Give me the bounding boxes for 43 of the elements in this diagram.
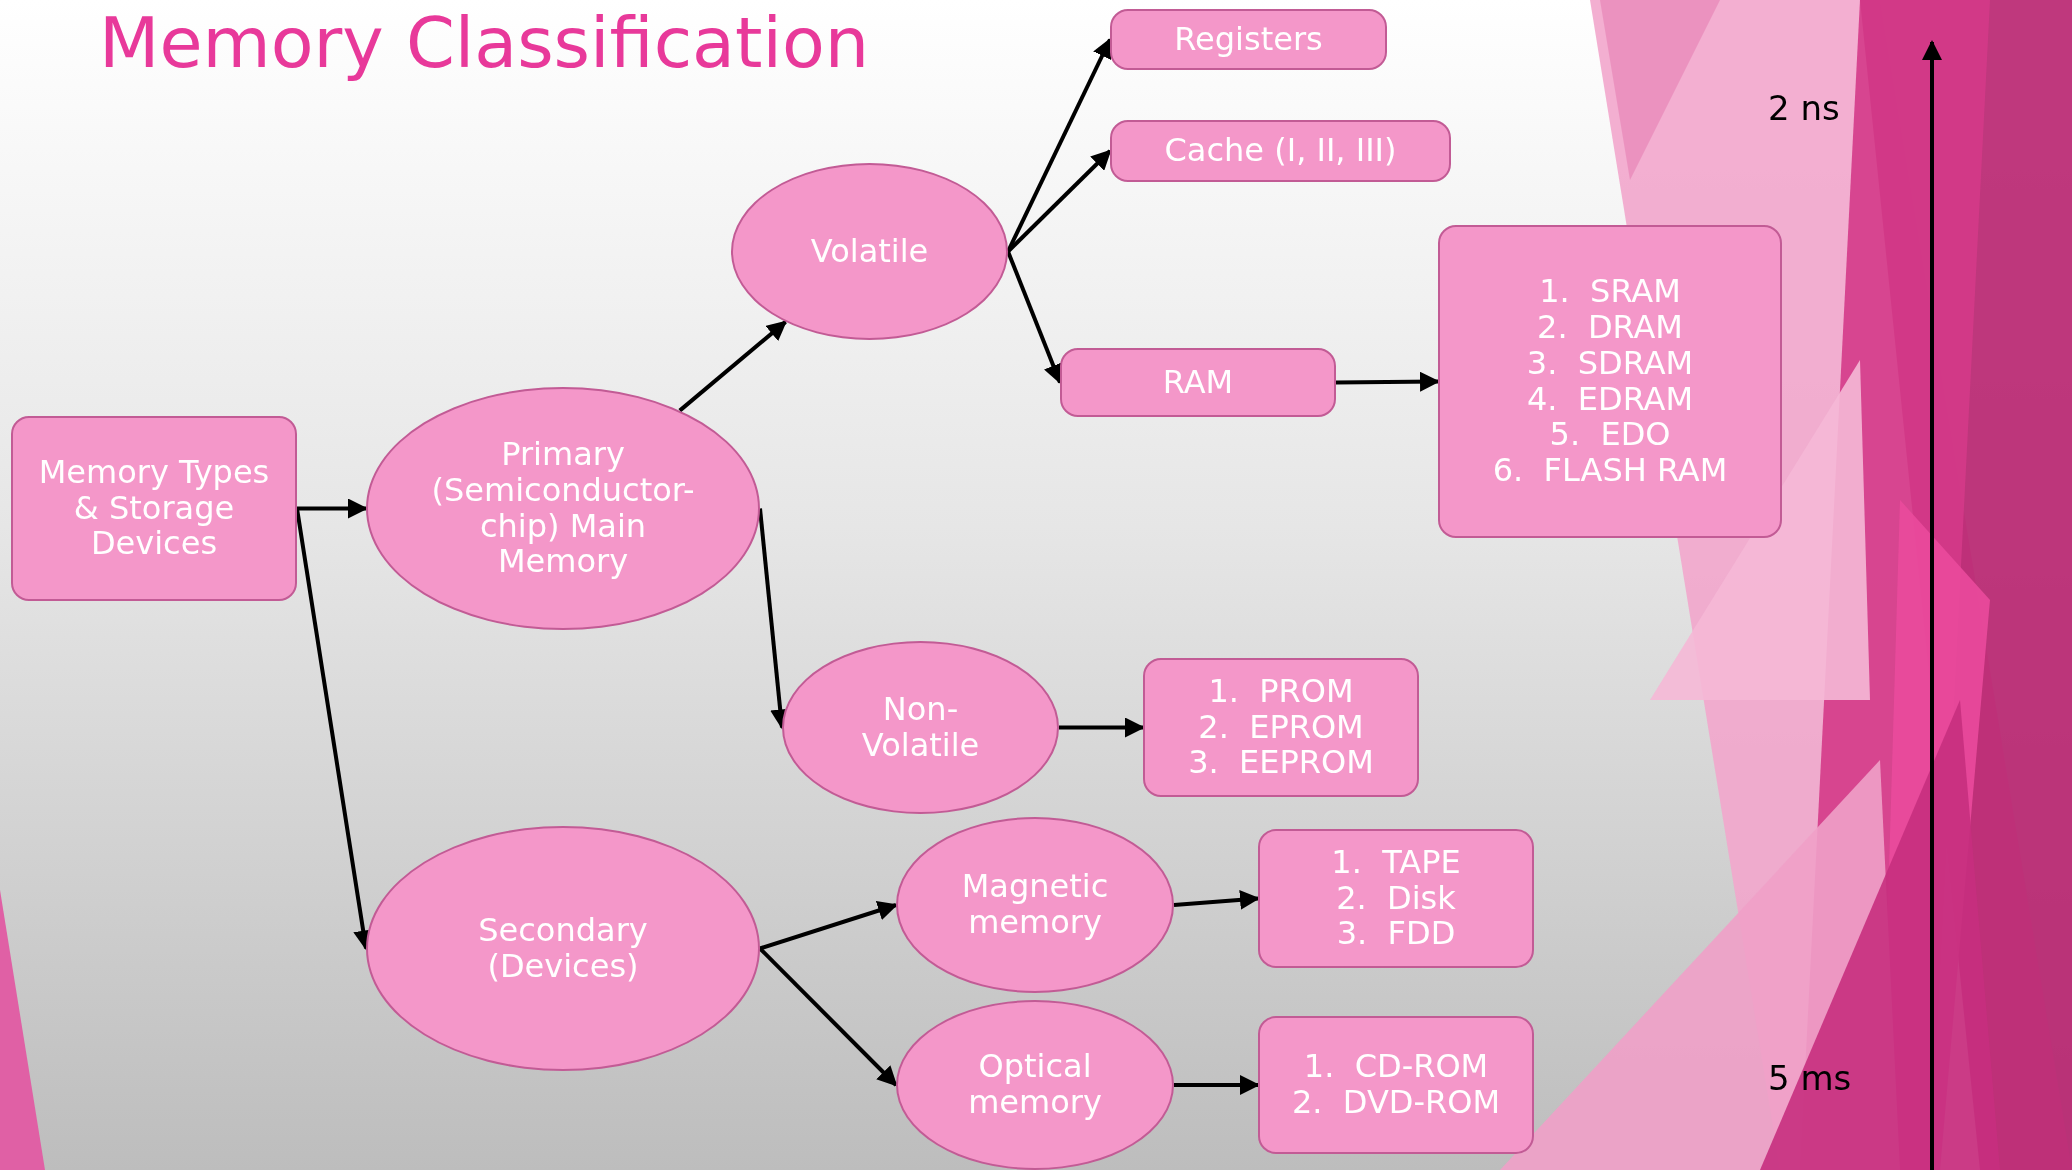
node-label: Magnetic memory: [960, 869, 1110, 941]
node-label: RAM: [1162, 364, 1234, 401]
rounded-box: [1143, 658, 1419, 797]
rounded-box: [1060, 348, 1336, 417]
node-label: Registers: [1174, 21, 1323, 58]
node-label: Cache (I, II, III): [1164, 133, 1397, 169]
list-item: 1. PROM: [1208, 673, 1354, 710]
rounded-box: [1110, 120, 1451, 182]
arrow: [759, 900, 898, 951]
list-item: 5. EDO: [1549, 417, 1671, 454]
rounded-box: [1110, 9, 1387, 70]
rounded-box: [11, 416, 297, 601]
node-label: Secondary (Devices): [477, 912, 649, 985]
node-label: Non-Volatile: [860, 691, 981, 764]
node-label: Memory Types & Storage Devices: [37, 454, 271, 563]
list-item: 1. TAPE: [1331, 844, 1461, 881]
rounded-box: [1438, 225, 1782, 538]
node-label: Volatile: [810, 233, 929, 270]
arrow: [297, 498, 368, 519]
list-item: 2. EPROM: [1198, 709, 1364, 746]
arrow: [758, 947, 898, 1087]
list-item: 3. FDD: [1336, 916, 1456, 953]
list-item: 1. SRAM: [1539, 274, 1681, 310]
rounded-box: [1258, 1016, 1534, 1154]
rounded-box: [1258, 829, 1534, 968]
list-item: 1. CD-ROM: [1303, 1049, 1489, 1085]
arrow: [1059, 717, 1145, 738]
list-item: 2. DVD-ROM: [1291, 1085, 1501, 1121]
title: Memory Classification: [99, 2, 870, 84]
list-item: 6. FLASH RAM: [1492, 453, 1728, 489]
node-label: Optical memory: [967, 1049, 1103, 1121]
list-item: 2. Disk: [1336, 880, 1456, 917]
list-item: 2. DRAM: [1537, 309, 1683, 346]
list-item: 4. EDRAM: [1526, 381, 1694, 418]
arrow: [1174, 1075, 1260, 1095]
list-item: 3. SDRAM: [1526, 345, 1694, 382]
arrow: [1335, 371, 1440, 392]
scale-label: 2 ns: [1768, 88, 1840, 128]
arrow: [1173, 889, 1260, 910]
list-item: 3. EEPROM: [1188, 745, 1374, 782]
node-label: Primary (Semiconductor-chip) Main Memory: [430, 436, 696, 581]
scale-label: 5 ms: [1768, 1058, 1852, 1098]
arrow: [678, 320, 788, 413]
